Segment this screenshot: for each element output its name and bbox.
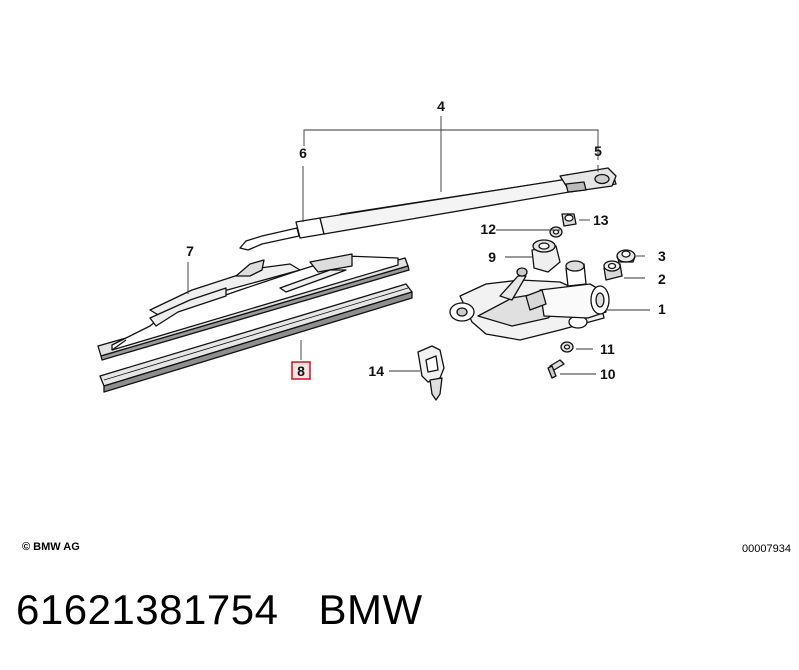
- part-caption: 61621381754 BMW: [16, 586, 423, 634]
- bolt-10: [547, 359, 565, 379]
- wiper-motor-assembly: [449, 260, 610, 341]
- wiper-blade-refill: [99, 283, 413, 393]
- callout-14[interactable]: 14: [368, 363, 384, 379]
- callout-1[interactable]: 1: [658, 301, 666, 317]
- wiper-blade: [97, 253, 410, 361]
- callout-13[interactable]: 13: [593, 212, 609, 228]
- diagram-id: 00007934: [742, 543, 791, 555]
- bushing-9: [531, 239, 561, 273]
- leader-lines: [187, 116, 650, 375]
- part-number: 61621381754: [16, 586, 279, 633]
- nut-13: [561, 213, 577, 227]
- wiper-arm: [239, 167, 617, 251]
- grommet-3: [616, 249, 636, 263]
- callout-11[interactable]: 11: [600, 341, 615, 357]
- washer-11: [560, 341, 574, 353]
- callout-7[interactable]: 7: [186, 243, 194, 259]
- callout-4[interactable]: 4: [437, 98, 445, 114]
- callout-10[interactable]: 10: [600, 366, 616, 382]
- brand-name: BMW: [318, 586, 423, 633]
- washer-12: [549, 226, 563, 238]
- parts-diagram: 4 6 5 7 12 13 9 3 2 1 11 10 14 8: [97, 98, 666, 401]
- copyright-notice: © BMW AG: [22, 541, 80, 553]
- callout-8-highlight[interactable]: 8: [291, 361, 311, 380]
- callout-6[interactable]: 6: [299, 145, 307, 161]
- callout-8[interactable]: 8: [297, 363, 305, 379]
- callout-2[interactable]: 2: [658, 271, 666, 287]
- callout-9[interactable]: 9: [488, 249, 496, 265]
- clip-14: [417, 345, 445, 401]
- callout-12[interactable]: 12: [480, 221, 496, 237]
- callout-3[interactable]: 3: [658, 248, 666, 264]
- callout-5[interactable]: 5: [594, 143, 602, 159]
- grommet-2: [603, 260, 623, 281]
